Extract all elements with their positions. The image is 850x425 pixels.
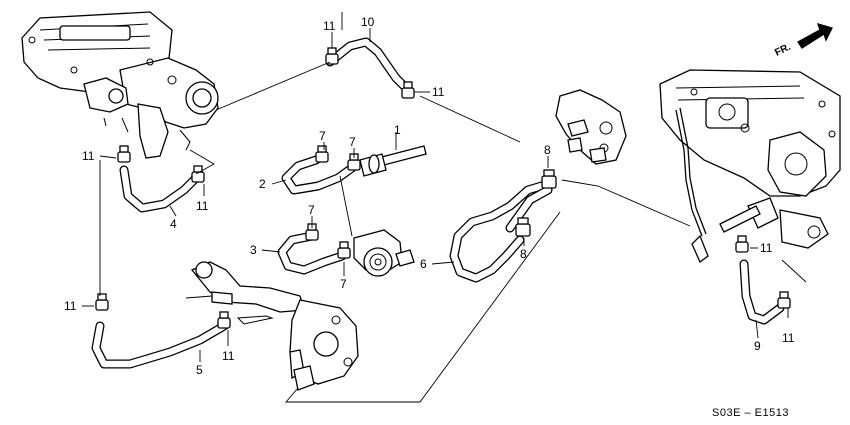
hose-item-10: [325, 37, 415, 97]
callout-1: 1: [394, 123, 401, 137]
clamp-7-a: [315, 145, 329, 163]
clamp-11-c: [117, 145, 131, 163]
cylinder-head-assembly: [659, 69, 841, 249]
callout-5: 5: [196, 363, 203, 377]
hose-item-3: [277, 231, 347, 275]
callout-11-e: 11: [64, 299, 77, 313]
clamp-11-f: [217, 311, 231, 329]
callout-4: 4: [170, 217, 177, 231]
callout-8-b: 8: [520, 247, 527, 261]
callout-6: 6: [420, 257, 427, 271]
hose-item-6: [449, 179, 553, 283]
callout-7-b: 7: [349, 135, 356, 149]
callout-11-d: 11: [196, 199, 209, 213]
hose-item-4: [119, 165, 201, 213]
callout-7-c: 7: [308, 203, 315, 217]
clamp-11-h: [777, 291, 791, 309]
clamp-11-b: [401, 81, 415, 99]
diagram-code: S03E – E1513: [712, 407, 789, 419]
callout-labels: 1 2 3 4 5 6 7 7 7 7 8 8 9 10 11 11 11 11…: [64, 15, 795, 377]
callout-9: 9: [754, 339, 761, 353]
callout-3: 3: [250, 243, 257, 257]
leader-lines: [82, 12, 807, 403]
callout-2: 2: [259, 177, 266, 191]
callout-7-a: 7: [319, 129, 326, 143]
intake-manifold-assembly: [21, 11, 219, 159]
clamp-7-d: [337, 241, 351, 259]
head-pipe: [675, 107, 761, 264]
thermostat-housing: [555, 89, 627, 165]
water-outlet-assembly: [190, 261, 359, 391]
clamp-11-d: [191, 165, 205, 183]
oil-cooler: [353, 229, 415, 277]
hose-item-2: [281, 155, 357, 195]
clamp-11-a: [325, 47, 339, 65]
clamp-8-a: [541, 169, 557, 189]
front-direction-arrow: FR.: [773, 23, 833, 59]
clamp-11-e: [95, 293, 109, 311]
callout-11-f: 11: [222, 349, 235, 363]
hose-item-9: [739, 259, 785, 325]
callout-7-d: 7: [340, 277, 347, 291]
callout-11-a: 11: [323, 19, 336, 33]
hose-item-5: [91, 321, 229, 369]
callout-10: 10: [361, 15, 375, 29]
clamp-11-g: [735, 235, 749, 253]
clamp-8-b: [515, 217, 531, 237]
callout-11-b: 11: [432, 85, 445, 99]
callout-11-g: 11: [760, 241, 773, 255]
fr-label: FR.: [773, 42, 792, 59]
callout-11-c: 11: [82, 149, 95, 163]
bolt-item-1: [359, 145, 427, 177]
callout-11-h: 11: [782, 331, 795, 345]
callout-8-a: 8: [544, 143, 551, 157]
